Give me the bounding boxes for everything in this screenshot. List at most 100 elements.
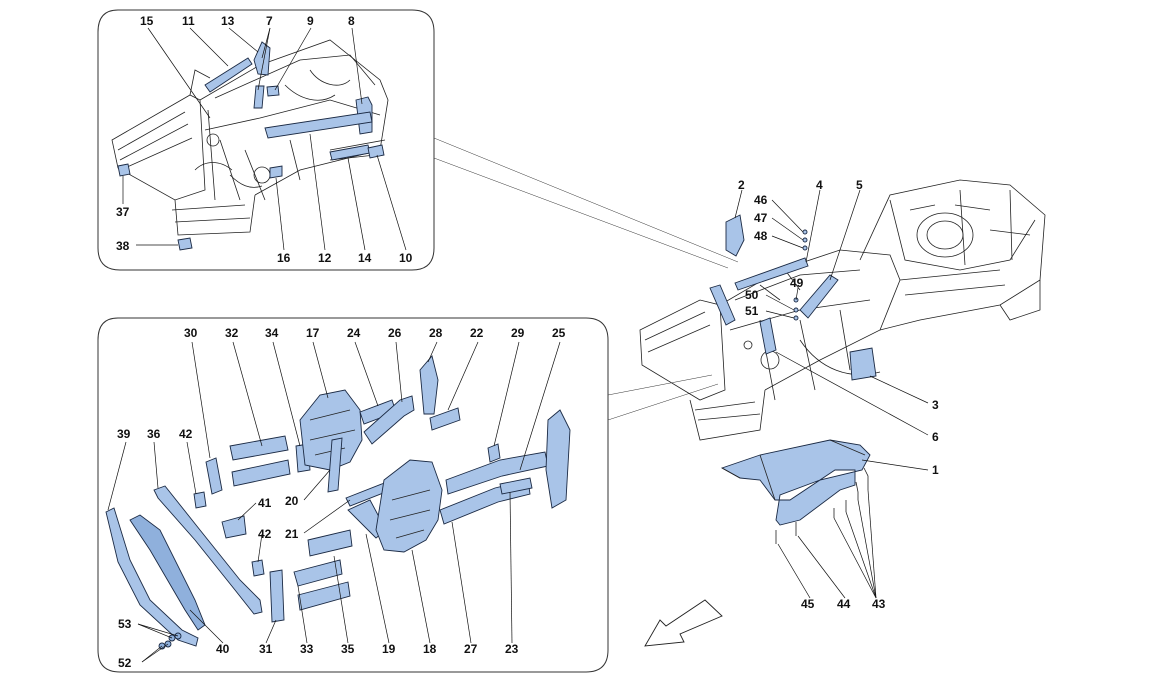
part-31 <box>269 569 285 623</box>
label-43: 43 <box>872 597 886 611</box>
label-16: 16 <box>277 251 291 265</box>
label-36: 36 <box>147 427 161 441</box>
main-leaders <box>734 189 929 599</box>
label-50: 50 <box>745 288 759 302</box>
part-2 <box>725 214 745 257</box>
part-25b <box>545 409 571 509</box>
part-42a <box>193 491 207 509</box>
label-3: 3 <box>932 398 939 412</box>
part-3 <box>849 347 877 381</box>
label-12: 12 <box>318 251 332 265</box>
direction-arrow <box>644 599 723 647</box>
fastener-51 <box>793 315 799 321</box>
part-18 <box>375 459 443 553</box>
label-17: 17 <box>306 326 320 340</box>
part-4 <box>734 257 809 291</box>
part-17 <box>299 389 363 471</box>
part-38 <box>177 237 193 251</box>
label-30: 30 <box>184 326 198 340</box>
label-42-upper: 42 <box>179 427 193 441</box>
part-26 <box>363 395 415 445</box>
part-22 <box>429 407 461 431</box>
part-7 <box>253 85 265 109</box>
part-29 <box>487 443 501 463</box>
label-13: 13 <box>221 14 235 28</box>
part-39 <box>105 507 199 647</box>
label-9: 9 <box>307 14 314 28</box>
label-18: 18 <box>423 642 437 656</box>
label-44: 44 <box>837 597 851 611</box>
part-11 <box>204 57 253 93</box>
label-33: 33 <box>300 642 314 656</box>
label-26: 26 <box>388 326 402 340</box>
part-36 <box>153 485 263 615</box>
upper-leaders <box>122 27 407 251</box>
label-19: 19 <box>382 642 396 656</box>
part-37 <box>117 163 131 177</box>
label-45: 45 <box>801 597 815 611</box>
part-33b <box>297 581 351 611</box>
label-14: 14 <box>358 251 372 265</box>
label-41: 41 <box>258 496 272 510</box>
fastener-50 <box>793 307 799 313</box>
label-47: 47 <box>754 211 768 225</box>
part-35 <box>307 529 353 557</box>
part-32b <box>231 459 291 487</box>
detail-box-upper: 15 11 13 7 9 8 37 38 16 12 14 10 <box>97 9 739 271</box>
part-front-upright <box>709 284 736 326</box>
label-2: 2 <box>738 178 745 192</box>
fastener-48 <box>802 245 808 251</box>
main-chassis: 2 4 5 46 47 48 49 50 51 3 6 1 45 44 43 <box>639 178 1046 611</box>
part-20 <box>327 437 343 493</box>
label-15: 15 <box>140 14 154 28</box>
label-1: 1 <box>932 463 939 477</box>
part-30 <box>205 457 223 495</box>
part-6 <box>759 317 777 355</box>
label-20: 20 <box>285 494 299 508</box>
part-33 <box>293 559 343 587</box>
bolt-43b <box>855 481 859 500</box>
part-1 <box>720 439 871 526</box>
part-5 <box>799 274 839 319</box>
label-34: 34 <box>265 326 279 340</box>
label-52: 52 <box>118 656 132 670</box>
label-8: 8 <box>348 14 355 28</box>
label-53: 53 <box>118 617 132 631</box>
part-42b <box>251 559 265 577</box>
part-12 <box>264 111 373 139</box>
label-46: 46 <box>754 193 768 207</box>
label-5: 5 <box>856 178 863 192</box>
part-9 <box>266 85 280 97</box>
label-25: 25 <box>552 326 566 340</box>
label-27: 27 <box>464 642 478 656</box>
fastener-46 <box>802 229 808 235</box>
label-11: 11 <box>182 14 195 28</box>
label-40: 40 <box>216 642 230 656</box>
label-35: 35 <box>341 642 355 656</box>
label-6: 6 <box>932 430 939 444</box>
part-16 <box>269 165 283 179</box>
label-24: 24 <box>347 326 361 340</box>
label-38: 38 <box>116 239 130 253</box>
label-4: 4 <box>816 178 823 192</box>
detail-box-lower: 30 32 34 17 24 26 28 22 29 25 39 36 42 4… <box>97 317 719 673</box>
label-48: 48 <box>754 229 768 243</box>
label-32: 32 <box>225 326 239 340</box>
label-28: 28 <box>429 326 443 340</box>
part-41 <box>221 515 247 539</box>
bolt-43a <box>863 467 869 490</box>
part-23 <box>499 477 533 495</box>
label-29: 29 <box>511 326 525 340</box>
label-31: 31 <box>259 642 273 656</box>
label-22: 22 <box>470 326 484 340</box>
label-23: 23 <box>505 642 519 656</box>
label-51: 51 <box>745 304 759 318</box>
label-39: 39 <box>117 427 131 441</box>
part-10 <box>367 144 385 159</box>
fastener-47 <box>802 237 808 243</box>
part-32 <box>229 435 289 461</box>
lower-leaders <box>107 341 561 663</box>
label-10: 10 <box>399 251 413 265</box>
label-37: 37 <box>116 205 130 219</box>
